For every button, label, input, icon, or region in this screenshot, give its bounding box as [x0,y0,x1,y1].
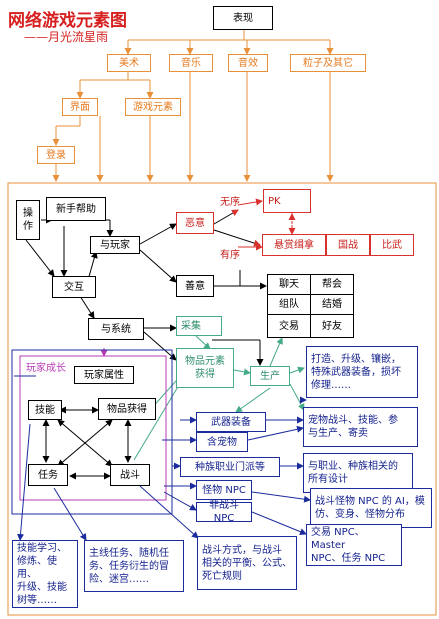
node-skill-learning: 技能学习、 修炼、使用、 升级、技能 树等…… [12,540,78,608]
node-produce: 生产 [250,366,290,386]
node-combat: 战斗 [110,464,150,486]
node-monster-npc: 怪物 NPC [196,480,252,500]
diagram-subtitle: ——月光流星雨 [24,30,109,44]
node-friend: 好友 [310,314,354,338]
node-sound-effects: 音效 [228,54,268,72]
node-quests: 任务 [28,464,68,486]
node-operation: 操 作 [16,200,40,240]
node-quest-detail: 主线任务、随机任 务、任务衍生的冒 险、迷宫…… [84,540,184,592]
node-bounty: 悬赏缉拿 [262,234,326,256]
node-weapon-equipment: 武器装备 [196,412,266,432]
node-combat-detail: 战斗方式，与战斗 相关的平衡、公式、 死亡规则 [197,536,297,590]
node-art: 美术 [107,54,151,72]
node-pet: 含宠物 [196,432,248,452]
node-malice: 恶意 [176,212,214,234]
node-with-player: 与玩家 [90,236,140,254]
node-chat: 聊天 [267,274,311,295]
node-presentation: 表现 [213,6,273,30]
node-nation-war: 国战 [326,234,370,256]
node-tutorial: 新手帮助 [46,197,106,221]
node-race-class: 种族职业门派等 [180,457,280,477]
node-nonbattle-npc: 非战斗 NPC [196,500,252,524]
node-npc-types: 交易 NPC、Master NPC、任务 NPC [306,524,402,566]
node-monster-ai-detail: 战斗怪物 NPC 的 AI，模 仿、变身、怪物分布 [310,488,432,528]
node-collect: 采集 [176,316,222,336]
node-pet-detail: 宠物战斗、技能、参 与生产、寄卖 [303,407,418,447]
node-player-attributes: 玩家属性 [74,366,134,384]
node-login: 登录 [37,146,75,164]
node-interaction: 交互 [52,276,96,298]
node-music: 音乐 [169,54,213,72]
node-marriage: 结婚 [310,294,354,315]
node-interface: 界面 [62,98,98,116]
node-particles-other: 粒子及其它 [290,54,366,72]
region-label-player-growth: 玩家成长 [26,363,66,374]
node-pk: PK [263,189,311,213]
node-item-obtain: 物品元素 获得 [176,348,234,388]
node-with-system: 与系统 [88,318,144,340]
diagram-title: 网络游戏元素图 [8,11,127,31]
node-race-detail: 与职业、种族相关的 所有设计 [303,453,413,493]
node-guild: 帮会 [310,274,354,295]
node-item-get: 物品获得 [98,398,156,420]
label-disorder: 无序 [220,197,240,208]
node-duel: 比武 [370,234,414,256]
node-kindness: 善意 [176,275,214,297]
node-skills: 技能 [28,400,62,420]
label-order: 有序 [220,250,240,261]
node-game-elements: 游戏元素 [125,98,181,116]
node-trade: 交易 [267,314,311,338]
node-craft-detail: 打造、升级、镶嵌， 特殊武器装备，损坏 修理…… [306,346,418,398]
node-team: 组队 [267,294,311,315]
